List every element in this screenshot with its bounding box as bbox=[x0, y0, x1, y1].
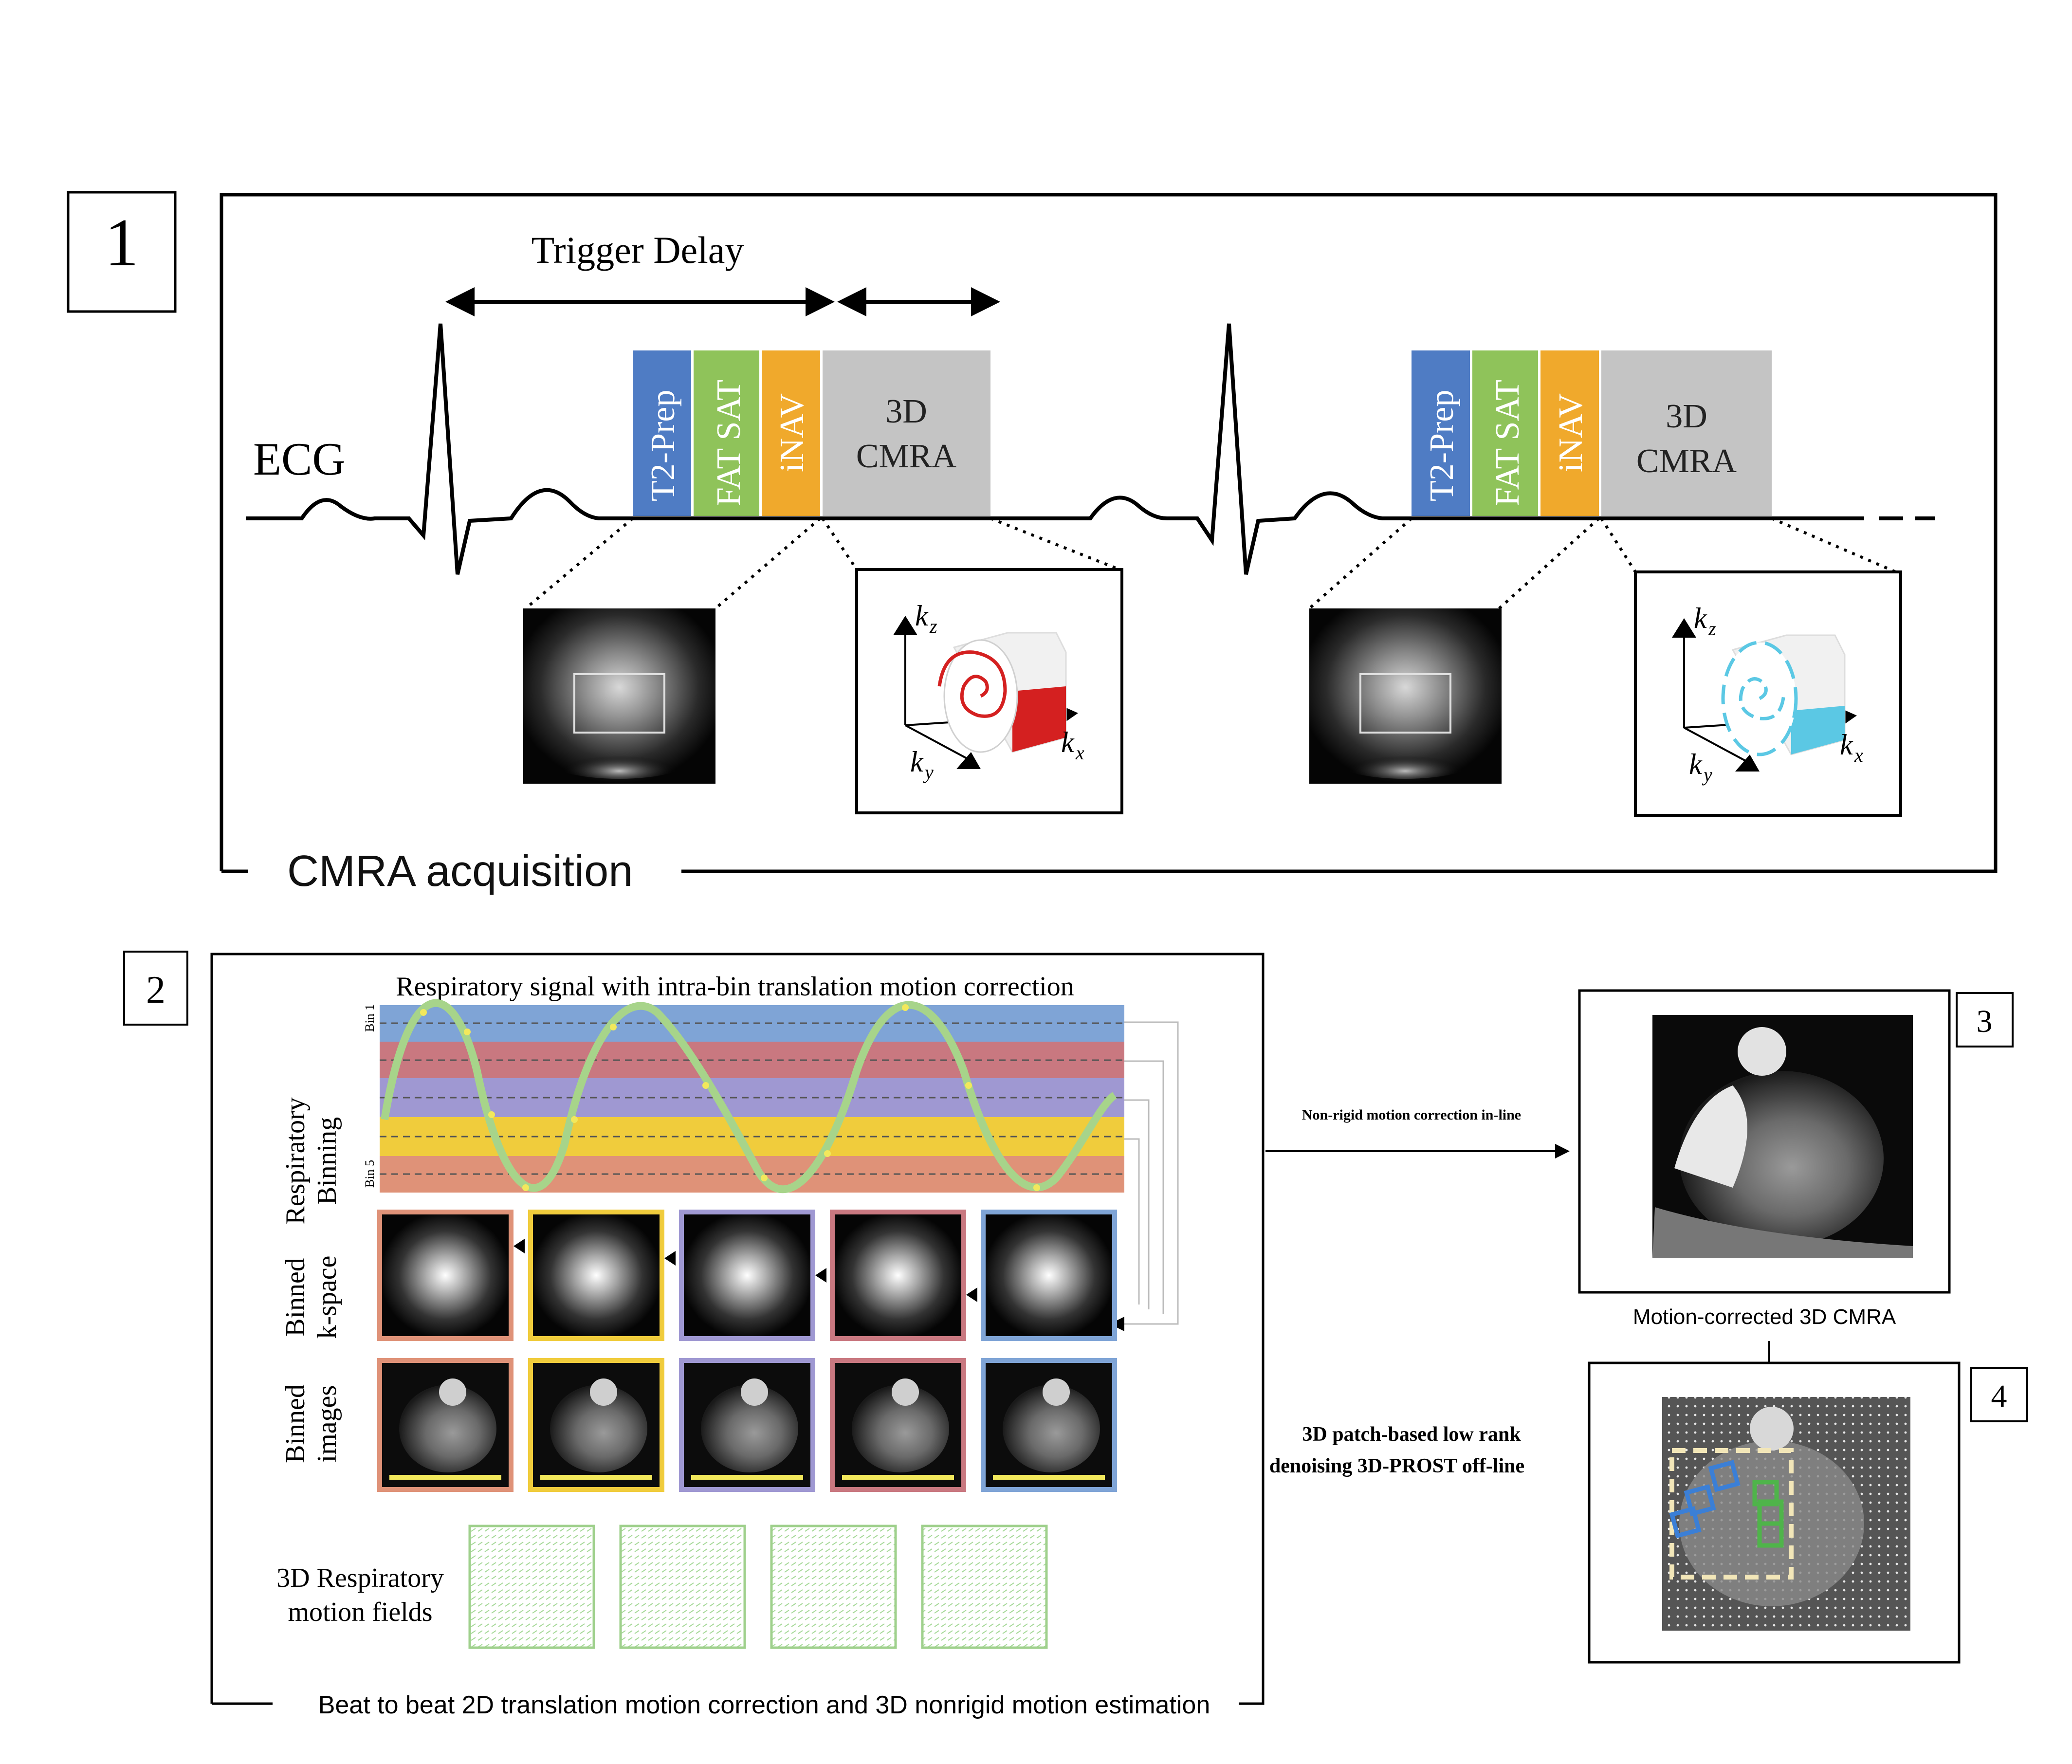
svg-text:CMRA: CMRA bbox=[856, 438, 957, 475]
panel-2-number-box bbox=[123, 951, 188, 1026]
t2prep-block bbox=[1412, 350, 1470, 516]
svg-text:Respiratory: Respiratory bbox=[280, 1097, 311, 1224]
cmra-block bbox=[823, 350, 990, 516]
svg-text:motion fields: motion fields bbox=[288, 1597, 432, 1627]
panel-3-caption: Motion-corrected 3D CMRA bbox=[1633, 1305, 1896, 1329]
svg-text:k: k bbox=[910, 746, 924, 778]
svg-text:k: k bbox=[1694, 602, 1707, 634]
panel-4: 4 bbox=[1588, 1361, 2028, 1664]
inav-block bbox=[762, 350, 820, 516]
svg-text:T2-Prep: T2-Prep bbox=[1423, 390, 1461, 501]
svg-text:denoising 3D-PROST off-line: denoising 3D-PROST off-line bbox=[1269, 1455, 1524, 1477]
trigger-delay-label: Trigger Delay bbox=[532, 229, 744, 271]
blue-patches bbox=[1669, 1460, 1741, 1539]
svg-text:FAT SAT: FAT SAT bbox=[710, 380, 748, 506]
svg-text:images: images bbox=[312, 1385, 342, 1463]
panel-2-caption: Beat to beat 2D translation motion corre… bbox=[318, 1691, 1210, 1719]
svg-text:3D patch-based low rank: 3D patch-based low rank bbox=[1302, 1423, 1521, 1446]
nonrigid-arrow: Non-rigid motion correction in-line bbox=[1265, 1107, 1570, 1158]
panel-1-number-box bbox=[67, 191, 177, 313]
panel-1-frame bbox=[220, 193, 1998, 873]
svg-text:iNAV: iNAV bbox=[773, 393, 811, 472]
motion-fields-row bbox=[468, 1525, 1048, 1649]
ecg-trace bbox=[246, 323, 1864, 575]
panel-4-number: 4 bbox=[1991, 1378, 2007, 1414]
panel-2-number: 2 bbox=[146, 969, 165, 1011]
binned-kspace-row bbox=[377, 1210, 1117, 1341]
svg-text:k: k bbox=[915, 600, 929, 632]
svg-text:3D: 3D bbox=[1666, 398, 1707, 435]
zoom-guide-lines bbox=[525, 517, 1897, 610]
svg-text:z: z bbox=[929, 615, 937, 637]
panel-2-title: Respiratory signal with intra-bin transl… bbox=[396, 972, 1074, 1002]
inav-block bbox=[1540, 350, 1599, 516]
inav-image-2 bbox=[1309, 608, 1502, 784]
panel-2-frame bbox=[210, 953, 1265, 1705]
sequence-block-beat-2: T2-Prep FAT SAT iNAV 3D CMRA bbox=[1412, 350, 1772, 516]
t2prep-block bbox=[633, 350, 691, 516]
panel-3: 3 Motion-corrected 3D CMRA bbox=[1578, 989, 2014, 1378]
svg-text:Binning: Binning bbox=[312, 1117, 342, 1205]
ecg-label: ECG bbox=[253, 433, 346, 485]
svg-text:Bin 5: Bin 5 bbox=[363, 1160, 377, 1188]
bin-connector-lines bbox=[1124, 1021, 1179, 1325]
fatsat-block bbox=[694, 350, 759, 516]
prost-text: 3D patch-based low rank denoising 3D-PRO… bbox=[1269, 1423, 1524, 1477]
panel-1-caption: CMRA acquisition bbox=[287, 847, 633, 896]
svg-text:x: x bbox=[1075, 742, 1084, 764]
panel-3-number-box bbox=[1956, 992, 2014, 1047]
panel-2: 2 Beat to beat 2D translation motion cor… bbox=[123, 951, 1265, 1719]
panel-1-number: 1 bbox=[105, 205, 139, 280]
sequence-block-beat-1: T2-Prep FAT SAT iNAV 3D CMRA bbox=[633, 350, 990, 516]
svg-text:k: k bbox=[1689, 748, 1703, 780]
svg-text:k-space: k-space bbox=[312, 1255, 342, 1339]
svg-text:iNAV: iNAV bbox=[1552, 393, 1590, 472]
svg-text:CMRA: CMRA bbox=[1636, 442, 1737, 480]
respiratory-binning-chart: Bin 1 Bin 5 bbox=[363, 999, 1124, 1194]
kspace-trajectory-2: k z k y k x bbox=[1634, 570, 1902, 817]
svg-text:3D Respiratory: 3D Respiratory bbox=[276, 1563, 444, 1593]
cmra-block bbox=[1601, 350, 1772, 516]
fatsat-block bbox=[1472, 350, 1538, 516]
panel-1: 1 CMRA acquisition Trigger Delay ECG T2-… bbox=[67, 191, 1998, 896]
svg-text:FAT SAT: FAT SAT bbox=[1489, 380, 1526, 506]
svg-text:k: k bbox=[1840, 729, 1853, 761]
svg-text:k: k bbox=[1061, 726, 1075, 758]
svg-text:z: z bbox=[1708, 618, 1716, 640]
svg-text:y: y bbox=[923, 761, 934, 783]
svg-text:3D: 3D bbox=[885, 393, 927, 430]
svg-text:Binned: Binned bbox=[280, 1384, 311, 1463]
svg-text:y: y bbox=[1702, 764, 1712, 786]
inav-image-1 bbox=[523, 608, 715, 784]
panel-4-number-box bbox=[1970, 1367, 2028, 1422]
binned-images-row bbox=[377, 1358, 1117, 1492]
svg-text:x: x bbox=[1854, 744, 1863, 766]
svg-text:Bin 1: Bin 1 bbox=[363, 1004, 377, 1032]
panel-3-number: 3 bbox=[1977, 1004, 1993, 1039]
svg-text:Binned: Binned bbox=[280, 1258, 311, 1337]
svg-text:T2-Prep: T2-Prep bbox=[644, 390, 682, 501]
kspace-trajectory-1: k z k y k x bbox=[855, 568, 1123, 814]
green-patches bbox=[1752, 1480, 1784, 1548]
svg-text:Non-rigid motion correction in: Non-rigid motion correction in-line bbox=[1302, 1107, 1521, 1123]
